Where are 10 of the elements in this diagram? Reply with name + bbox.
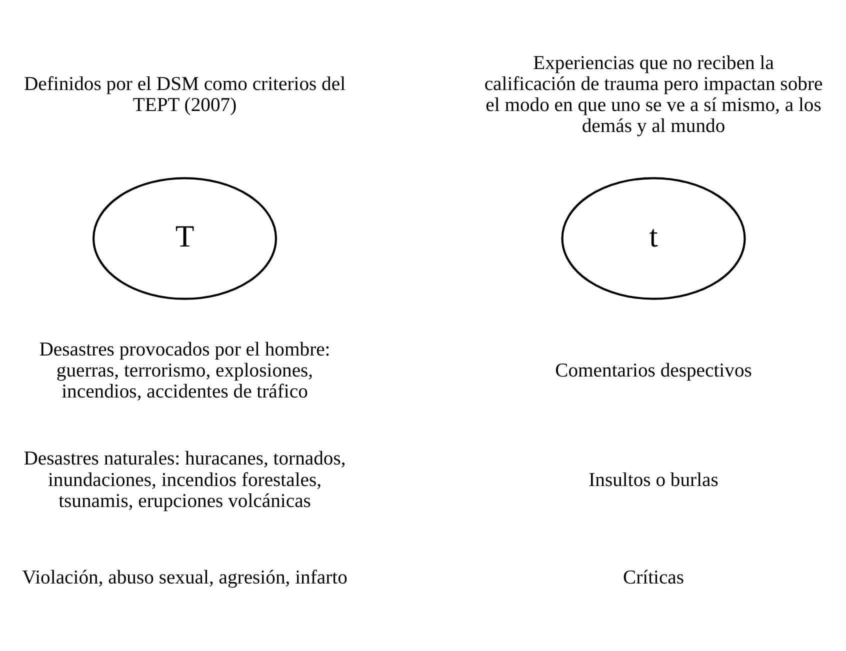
node-label: Definidos por el DSM como criterios del TEPT (2007) (24, 73, 346, 116)
label: Desastres naturales: huracanes, tornados, inundaciones, incendios forestales, tsunamis, erupciones volcánicas (24, 448, 346, 512)
label: Violación, abuso sexual, agresión, infarto (22, 566, 348, 588)
node-ellipse: T (92, 177, 278, 300)
label: Críticas (622, 566, 684, 588)
label: Desastres provocados por el hombre: guerras, terrorismo, explosiones, incendios, accidentes de tráfico (39, 338, 330, 402)
node-label: Experiencias que no reciben la calificación de trauma pero impactan sobre el modo en que uno se ve a sí mismo, a los demás y al mundo (484, 52, 823, 138)
node-ellipse: t (561, 177, 746, 300)
label: Insultos o burlas (588, 468, 718, 491)
label: Comentarios despectivos (555, 359, 752, 382)
